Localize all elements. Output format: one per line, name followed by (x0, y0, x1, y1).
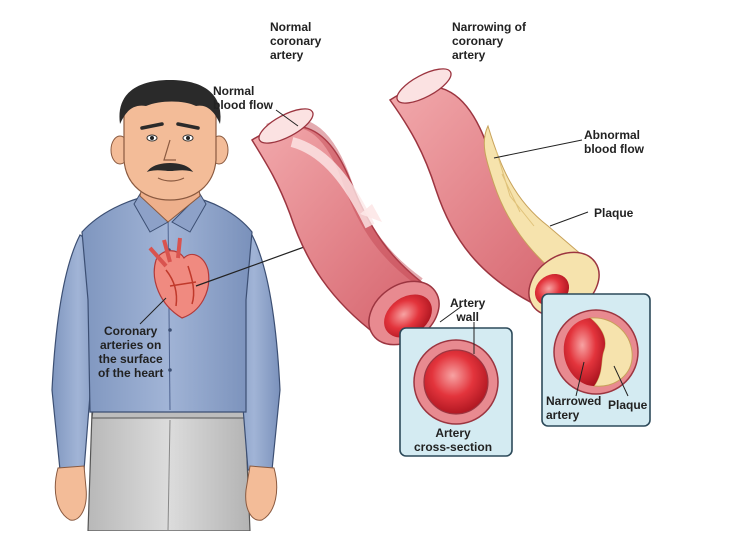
cross-section-panel-normal (399, 327, 513, 457)
mustache (146, 163, 194, 172)
label-normal-blood-flow: Normal blood flow (213, 84, 273, 112)
label-narrowing-artery: Narrowing of coronary artery (452, 20, 526, 62)
label-plaque: Plaque (594, 206, 634, 220)
normal-artery (250, 108, 440, 346)
label-abnormal-blood-flow: Abnormal blood flow (584, 128, 644, 156)
label-coronary-arteries: Coronary arteries on the surface of the … (98, 324, 164, 380)
label-plaque-cross-section: Plaque (608, 398, 648, 412)
label-artery-cross-section: Artery cross-section (414, 426, 493, 454)
label-normal-artery: Normal coronary artery (270, 20, 322, 62)
right-hand (245, 465, 278, 521)
label-artery-wall: Artery wall (450, 296, 486, 324)
left-hand (54, 465, 87, 521)
heart-icon (148, 237, 210, 319)
hair (119, 80, 221, 124)
leader-lines (275, 109, 629, 397)
plaque-band (483, 124, 591, 283)
label-narrowed-artery: Narrowed artery (546, 394, 602, 422)
man-figure (51, 80, 281, 532)
